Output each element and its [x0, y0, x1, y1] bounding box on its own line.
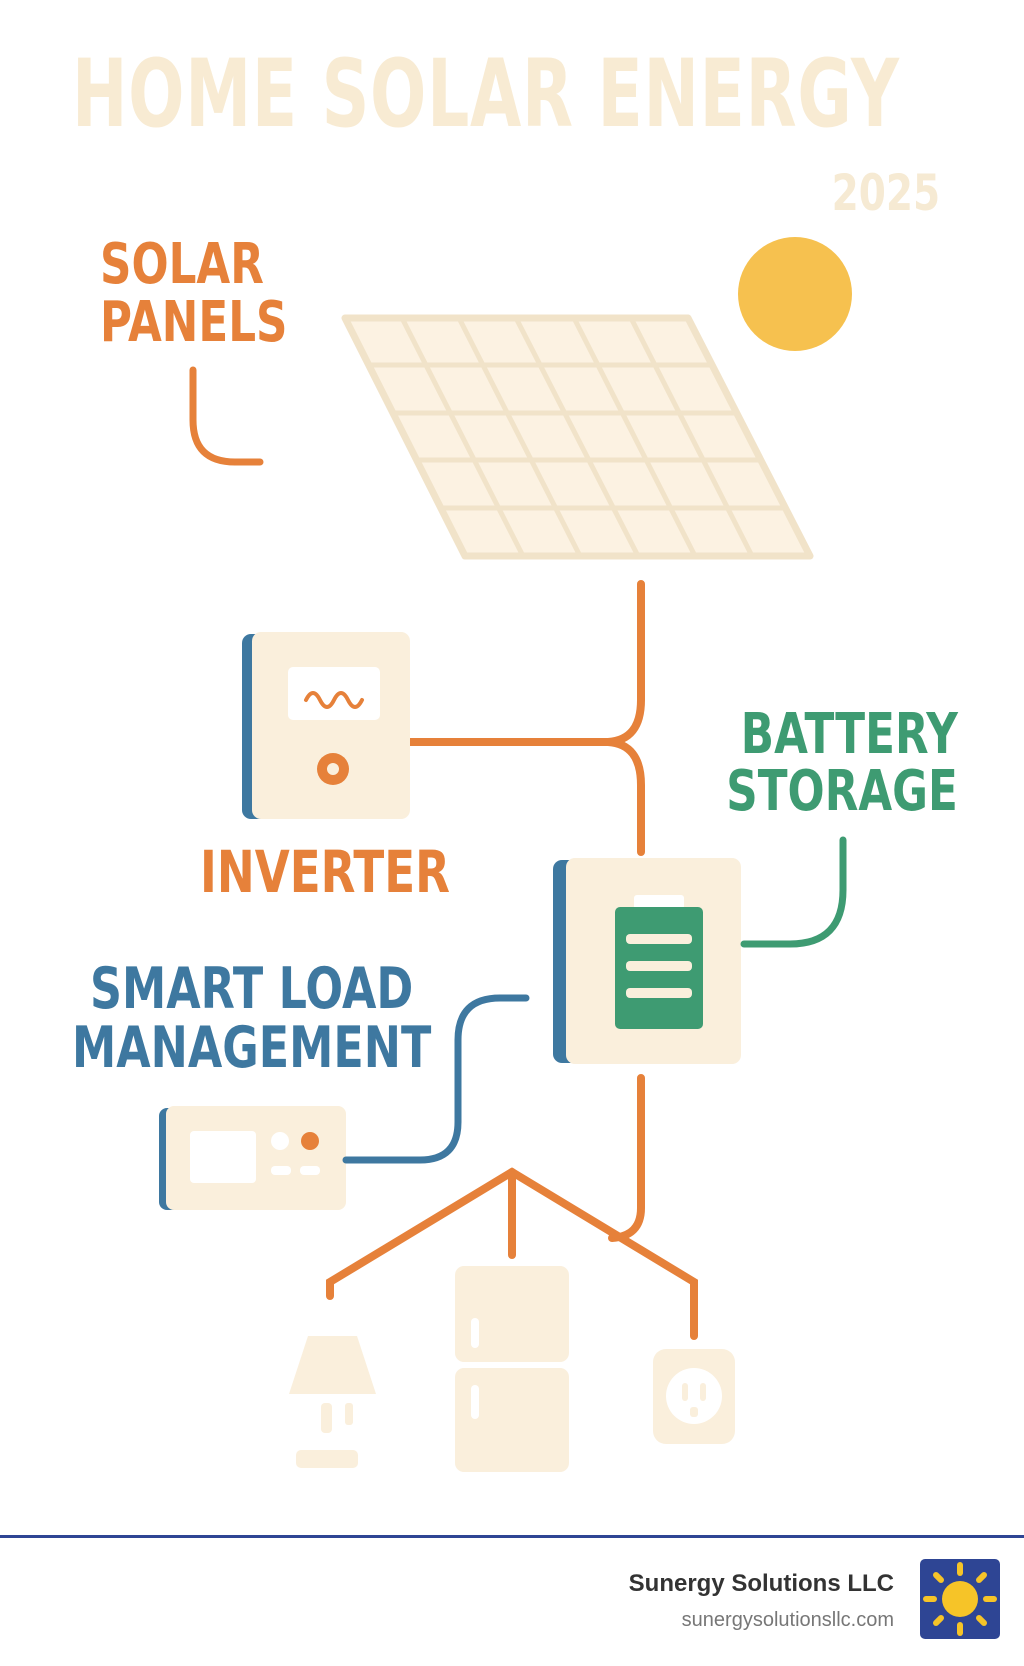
outlet-icon: [653, 1349, 735, 1444]
battery-icon: [553, 858, 741, 1064]
smart-load-label-line2: MANAGEMENT: [72, 1014, 432, 1081]
smart-load-connection-line: [342, 994, 530, 1164]
lamp-icon: [289, 1336, 376, 1468]
smart-load-management-label: SMART LOAD MANAGEMENT: [72, 960, 431, 1077]
solar-panels-label: SOLAR PANELS: [100, 236, 288, 351]
year-label: 2025: [831, 164, 940, 222]
inverter-label: INVERTER: [200, 838, 451, 906]
footer-divider: [0, 1535, 1024, 1538]
panel-to-junction-line: [604, 580, 645, 746]
page-title: HOME SOLAR ENERGY: [72, 40, 900, 149]
battery-pointer-line: [740, 836, 847, 948]
smart-load-controller-icon: [159, 1106, 346, 1210]
solar-panels-label-line1: SOLAR: [100, 232, 264, 297]
solar-panel-icon: [341, 314, 814, 560]
junction-to-battery-line: [604, 738, 645, 856]
refrigerator-icon: [455, 1266, 569, 1472]
sun-icon: [738, 237, 852, 351]
logo-sun-icon: [920, 1559, 1000, 1639]
battery-to-loads-line: [608, 1074, 645, 1242]
company-website[interactable]: sunergysolutionsllc.com: [681, 1609, 894, 1631]
solar-panels-label-line2: PANELS: [100, 289, 288, 355]
inverter-icon: [242, 632, 410, 819]
battery-storage-label-line2: STORAGE: [726, 759, 958, 825]
battery-storage-label-line1: BATTERY: [740, 702, 958, 767]
company-name: Sunergy Solutions LLC: [628, 1570, 894, 1597]
smart-load-label-line1: SMART LOAD: [89, 956, 414, 1022]
solar-pointer-line: [189, 366, 264, 466]
battery-storage-label: BATTERY STORAGE: [726, 706, 958, 820]
